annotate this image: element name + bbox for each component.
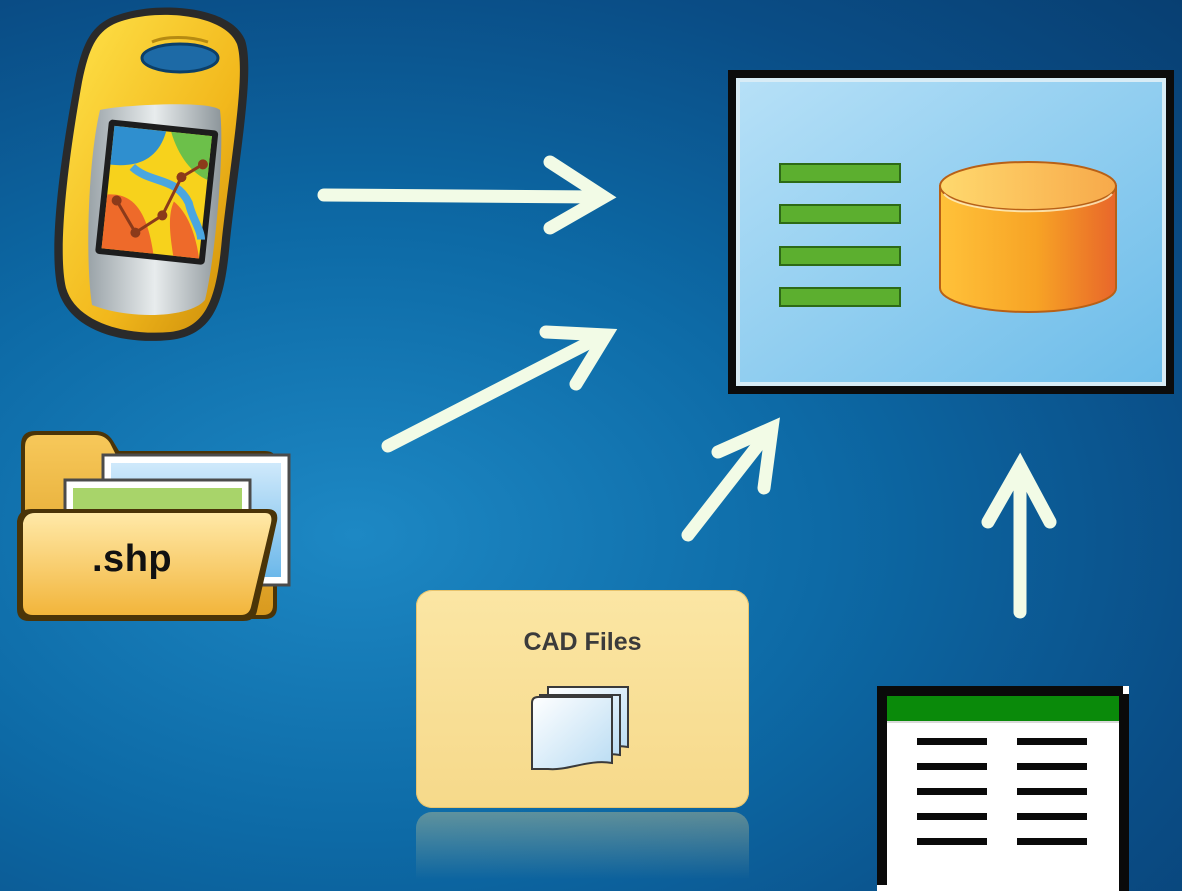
- table-icon: [877, 686, 1129, 891]
- gps-device-icon: [40, 0, 260, 345]
- arrow-gps-to-target: [317, 155, 617, 235]
- cad-files-label: CAD Files: [523, 628, 642, 656]
- geodatabase-window-icon: [726, 68, 1178, 398]
- arrow-shp-to-target: [381, 325, 618, 453]
- arrow-table-to-target: [981, 452, 1057, 619]
- documents-icon: [524, 683, 642, 773]
- folder-icon: [15, 425, 295, 625]
- shp-label: .shp: [92, 538, 173, 580]
- cad-card-reflection: [416, 812, 749, 891]
- cad-files-card: CAD Files: [416, 590, 749, 808]
- arrow-cad-to-target: [681, 417, 780, 542]
